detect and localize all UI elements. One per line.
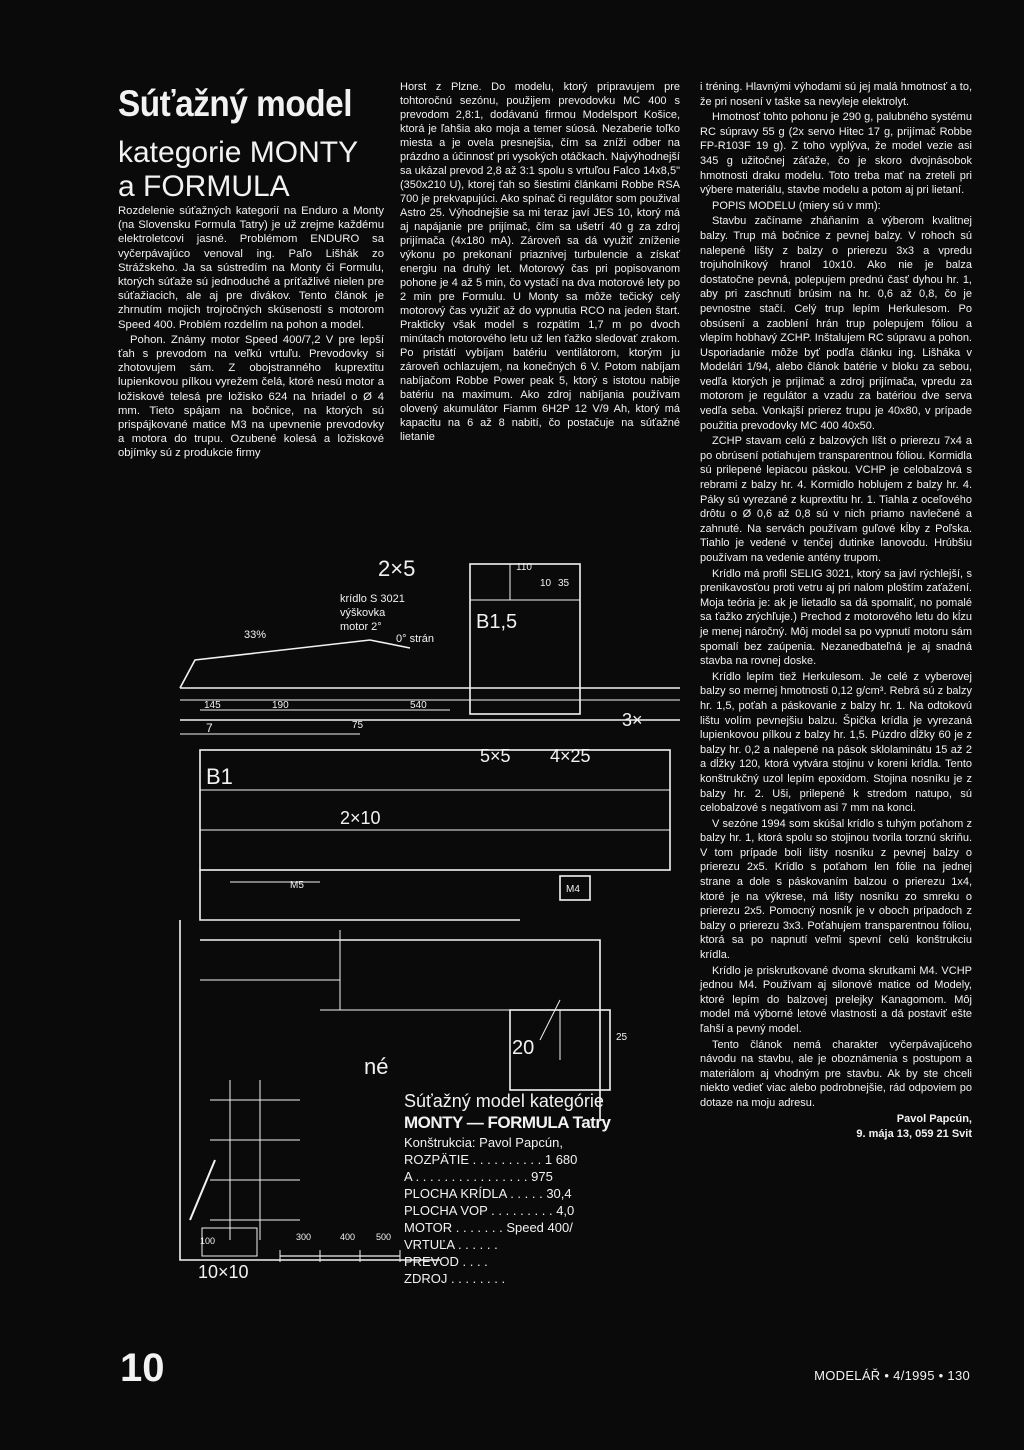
spec-box: Súťažný model kategórie MONTY — FORMULA … [404,1090,704,1287]
article-subtitle-1: kategorie MONTY [118,136,359,169]
label-400: 400 [340,1232,355,1242]
label-190: 190 [272,700,289,711]
fuselage-side-box [199,749,671,871]
right-paragraph-closing: Tento článok nemá charakter vyčerpávajúc… [700,1038,972,1109]
label-vyskovka: výškovka [340,607,386,619]
spec-title-2: MONTY — FORMULA Tatry [404,1113,611,1132]
label-110: 110 [516,562,532,573]
label-33-percent: 33% [244,629,266,641]
spec-row-prop: VRTUĽA . . . . . . [404,1237,498,1252]
author-name: Pavol Papcún, [896,1112,972,1125]
label-2x5: 2×5 [378,556,415,581]
label-motor: motor 2° [340,621,382,633]
right-paragraph-season: V sezóne 1994 som skúšal krídlo s tuhým … [700,817,972,962]
spec-row-span: ROZPÄTIE . . . . . . . . . . 1 680 [404,1152,578,1167]
right-paragraph-1: i tréning. Hlavnými výhodami sú jej malá… [700,81,972,108]
label-25: 25 [616,1032,628,1043]
middle-paragraph: Horst z Plzne. Do modelu, ktorý pripravu… [400,81,680,443]
intro-paragraph: Rozdelenie súťažných kategorií na Enduro… [118,205,384,331]
label-5x5: 5×5 [480,746,511,766]
page-footer: MODELÁŘ • 4/1995 • 130 [814,1368,970,1383]
right-paragraph-wing: Krídlo má profil SELIG 3021, ktorý sa ja… [700,567,972,668]
label-b1: B1 [206,764,233,789]
label-m4: M4 [566,884,580,895]
label-20: 20 [512,1037,534,1059]
right-column: i tréning. Hlavnými výhodami sú jej malá… [700,80,972,1143]
spec-design: Konštrukcia: Pavol Papcún, [404,1135,563,1150]
right-paragraph-mounting: Krídlo je priskrutkované dvoma skrutkami… [700,964,972,1035]
label-2x10: 2×10 [340,808,381,828]
right-paragraph-2: Hmotnosť tohto pohonu je 290 g, palubnéh… [700,111,972,197]
label-75: 75 [352,720,364,731]
label-145: 145 [204,700,221,711]
label-m5: M5 [290,880,304,891]
lower-block [509,1009,611,1091]
label-4x25: 4×25 [550,746,591,766]
left-column: Súťažný model kategorie MONTY a FORMULA … [118,82,384,462]
label-10x10: 10×10 [198,1262,249,1282]
label-strany: 0° strán [396,633,434,645]
author-address: 9. mája 13, 059 21 Svit [856,1128,972,1141]
spec-row-wing-area: PLOCHA KRÍDLA . . . . . 30,4 [404,1186,572,1201]
right-paragraph-wing-build: Krídlo lepím tiež Herkulesom. Je celé z … [700,670,972,815]
article-title: Súťažný model [118,83,352,124]
spec-row-motor: MOTOR . . . . . . . Speed 400/ [404,1220,573,1235]
spec-title-1: Súťažný model kategórie [404,1091,604,1111]
m4-block [559,875,591,901]
article-subtitle-2: a FORMULA [118,170,290,203]
technical-drawing: 2×5 krídlo S 3021 výškovka motor 2° 0° s… [179,556,680,1282]
label-540: 540 [410,700,427,711]
label-3x: 3× [622,710,643,730]
fin-outline [469,563,581,715]
spec-row-source: ZDROJ . . . . . . . . [404,1271,506,1286]
label-10: 10 [540,578,552,589]
middle-column: Horst z Plzne. Do modelu, ktorý pripravu… [400,80,680,445]
label-100: 100 [200,1236,215,1246]
spec-row-gear: PREVOD . . . . [404,1254,488,1269]
wing-root-outline [179,920,440,1261]
label-500: 500 [376,1232,391,1242]
drive-paragraph: Pohon. Známy motor Speed 400/7,2 V pre l… [118,333,384,460]
label-b15: B1,5 [476,611,517,633]
label-35: 35 [558,578,570,589]
right-paragraph-tail: ZCHP stavam celú z balzových líšt o prie… [700,435,972,564]
canopy-outline [179,639,411,689]
label-ne: né [364,1054,388,1079]
page-number: 10 [120,1346,165,1390]
label-300: 300 [296,1232,311,1242]
label-7: 7 [206,721,213,735]
right-paragraph-fuselage: Stavbu začíname zháňaním a výberom kvali… [700,215,972,432]
label-airfoil: krídlo S 3021 [340,593,405,605]
spec-row-tail-area: PLOCHA VOP . . . . . . . . . 4,0 [404,1203,575,1218]
spec-row-length: A . . . . . . . . . . . . . . . . 975 [404,1169,553,1184]
section-heading-popis: POPIS MODELU (miery sú v mm): [712,199,881,212]
